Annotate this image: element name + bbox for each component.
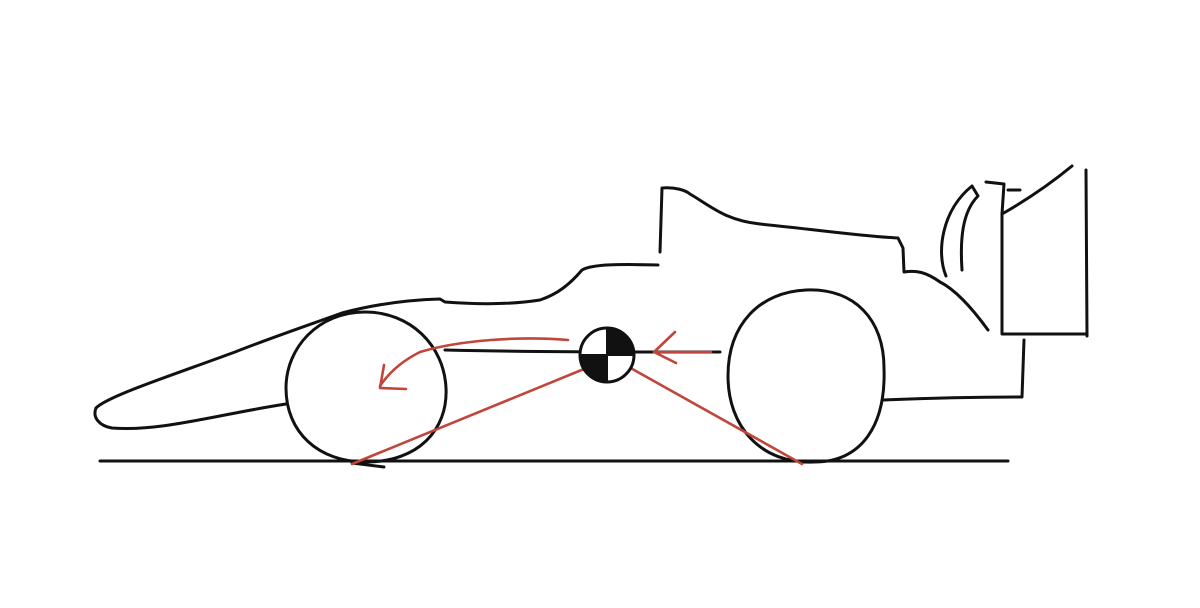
deflected-flow-arrow <box>378 337 570 391</box>
rear-wing <box>940 164 1089 338</box>
car-body-outline <box>93 186 1026 431</box>
front-wheel-ground-contact <box>350 461 386 469</box>
rear-wheel <box>726 288 886 464</box>
load-line-rear <box>625 364 804 466</box>
load-line-front <box>350 367 586 466</box>
front-wheel <box>284 310 448 464</box>
center-of-mass-marker <box>578 326 636 384</box>
airflow-arrow <box>652 330 713 365</box>
